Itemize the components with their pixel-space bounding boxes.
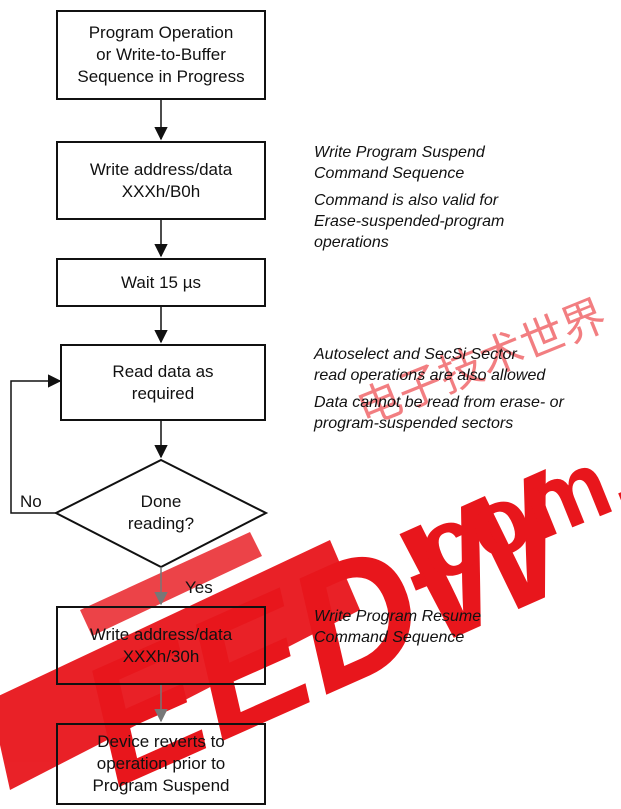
suspend-note-detail-1: Command is also valid for xyxy=(314,192,499,209)
suspend-note-detail-2: Erase-suspended-program xyxy=(314,213,505,230)
suspend-note-title-2: Command Sequence xyxy=(314,165,465,182)
decision-line-1: Done xyxy=(140,492,182,511)
wait-box: Wait 15 µs xyxy=(56,258,266,307)
decision-line-2: reading? xyxy=(127,514,195,533)
wait-label: Wait 15 µs xyxy=(120,272,202,292)
suspend-note-title-1: Write Program Suspend xyxy=(314,144,485,161)
end-line-3: Program Suspend xyxy=(92,776,230,795)
start-line-3: Sequence in Progress xyxy=(77,67,245,86)
read-note-line-1a: Autoselect and SecSi Sector xyxy=(314,346,517,363)
yes-label: Yes xyxy=(185,578,213,597)
suspend-note-detail-3: operations xyxy=(314,234,389,251)
read-note-line-2a: Data cannot be read from erase- or xyxy=(314,394,564,411)
resume-write-box: Write address/data XXXh/30h xyxy=(56,606,266,685)
start-line-1: Program Operation xyxy=(88,23,234,42)
resume-note-title-1: Write Program Resume xyxy=(314,608,482,625)
end-line-2: operation prior to xyxy=(96,754,226,773)
suspend-note: Write Program Suspend Command Sequence C… xyxy=(314,142,504,253)
suspend-write-box: Write address/data XXXh/B0h xyxy=(56,141,266,220)
read-note-line-1b: read operations are also allowed xyxy=(314,367,546,384)
read-data-line-1: Read data as xyxy=(112,361,214,381)
arrow-no-loop xyxy=(10,374,62,514)
watermark-stripe xyxy=(0,540,360,790)
read-data-box: Read data as required xyxy=(60,344,266,421)
no-label: No xyxy=(20,492,42,511)
suspend-write-line-2: XXXh/B0h xyxy=(121,181,201,201)
start-line-2: or Write-to-Buffer xyxy=(96,45,226,64)
resume-note-title-2: Command Sequence xyxy=(314,629,465,646)
suspend-write-line-1: Write address/data xyxy=(89,159,233,179)
start-box: Program Operation or Write-to-Buffer Seq… xyxy=(56,10,266,100)
resume-write-line-2: XXXh/30h xyxy=(122,646,200,666)
resume-note: Write Program Resume Command Sequence xyxy=(314,606,481,648)
read-note: Autoselect and SecSi Sector read operati… xyxy=(314,344,564,434)
end-box: Device reverts to operation prior to Pro… xyxy=(56,723,266,805)
resume-write-line-1: Write address/data xyxy=(89,624,233,644)
end-line-1: Device reverts to xyxy=(97,732,225,751)
decision-label: Done reading? xyxy=(101,491,221,535)
read-note-line-2b: program-suspended sectors xyxy=(314,415,514,432)
read-data-line-2: required xyxy=(131,383,195,403)
watermark-stripe-thin xyxy=(80,532,262,636)
